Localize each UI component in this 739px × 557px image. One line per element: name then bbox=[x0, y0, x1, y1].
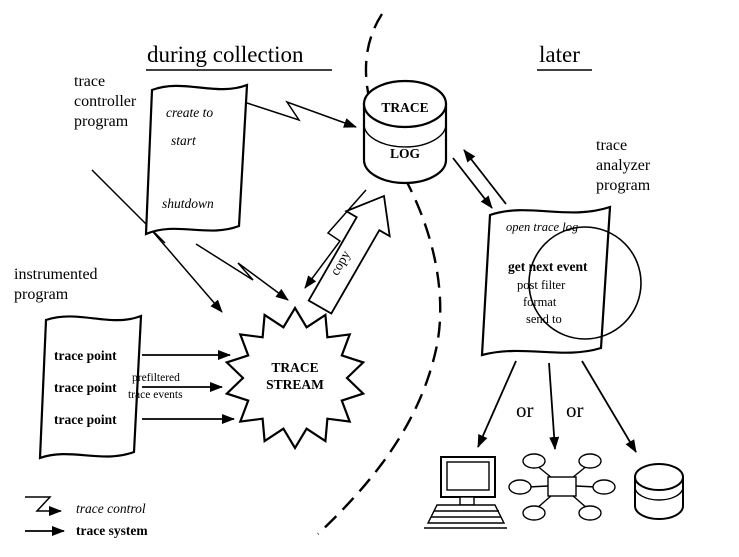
database-cylinder-icon bbox=[634, 463, 684, 520]
log-to-stream-control-arrow bbox=[304, 189, 367, 289]
or-left-text: or bbox=[516, 398, 534, 422]
starburst-shape bbox=[224, 305, 366, 451]
analyzer-script-getnext: get next event bbox=[508, 259, 588, 274]
network-diagram-icon bbox=[508, 453, 616, 521]
instrumented-program-label: instrumented program bbox=[14, 266, 98, 303]
controller-script-create: create to bbox=[166, 105, 213, 120]
network-node-1 bbox=[522, 453, 546, 469]
legend-trace-control-zigzag bbox=[25, 496, 62, 516]
trace-point-2: trace point bbox=[54, 380, 117, 395]
instrumented-program-page bbox=[38, 314, 143, 460]
log-cylinder-top bbox=[362, 79, 448, 129]
network-node-4 bbox=[592, 479, 616, 495]
monitor-screen bbox=[446, 461, 490, 491]
trace-controller-label: trace controller program bbox=[74, 73, 137, 130]
trace-log-label-line1: TRACE bbox=[381, 100, 428, 115]
instrumented-program-script: trace point trace point trace point bbox=[38, 314, 143, 460]
analyzer-script-format: format bbox=[523, 295, 557, 309]
trace-stream-starburst: TRACE STREAM bbox=[224, 305, 366, 451]
analyzer-script-page bbox=[480, 205, 612, 357]
controller-script-start: start bbox=[171, 133, 197, 148]
trace-point-3: trace point bbox=[54, 412, 117, 427]
legend: trace control trace system bbox=[25, 496, 148, 538]
instrumented-label-line1: instrumented bbox=[14, 266, 98, 283]
legend-trace-system-label: trace system bbox=[76, 523, 148, 538]
controller-label-line2: controller bbox=[74, 93, 137, 110]
log-cylinder-midline bbox=[363, 123, 447, 148]
analyzer-to-database-arrow bbox=[581, 360, 637, 453]
copy-arrow: copy bbox=[307, 194, 391, 315]
analyzer-to-network-arrow bbox=[548, 362, 560, 450]
instrumented-label-line2: program bbox=[14, 286, 69, 303]
network-node-3 bbox=[508, 479, 532, 495]
analyzer-script-postfilter: post filter bbox=[517, 278, 566, 292]
copy-arrow-shape bbox=[307, 194, 391, 315]
trace-log-cylinder: TRACE LOG bbox=[362, 79, 448, 185]
computer-terminal-icon bbox=[424, 456, 507, 529]
controller-label-line3: program bbox=[74, 113, 129, 130]
prefiltered-annotation-line1: prefiltered bbox=[132, 372, 180, 384]
controller-script-shutdown: shutdown bbox=[162, 196, 214, 211]
trace-point-1: trace point bbox=[54, 348, 117, 363]
trace-analyzer-label: trace analyzer program bbox=[596, 137, 651, 194]
analyzer-loop-circle bbox=[528, 226, 642, 340]
network-node-5 bbox=[522, 505, 546, 521]
analyzer-script-sendto: send to bbox=[526, 312, 562, 326]
controller-script-page bbox=[144, 83, 249, 236]
monitor-stand bbox=[459, 496, 475, 506]
analyzer-label-line1: trace bbox=[596, 137, 627, 154]
database-top bbox=[634, 463, 684, 491]
legend-trace-control-label: trace control bbox=[76, 501, 146, 516]
controller-to-stream-control-arrow bbox=[195, 243, 289, 301]
trace-controller-script: create to start shutdown bbox=[144, 83, 249, 236]
network-node-2 bbox=[578, 453, 602, 469]
log-to-analyzer-arrow bbox=[452, 157, 493, 209]
controller-to-log-control-arrow bbox=[246, 100, 357, 128]
trace-analyzer-script: open trace log get next event post filte… bbox=[480, 205, 642, 357]
prefiltered-annotation-line2: trace events bbox=[128, 389, 183, 401]
network-hub-box bbox=[547, 476, 577, 497]
later-heading: later bbox=[539, 42, 580, 67]
network-node-6 bbox=[578, 505, 602, 521]
analyzer-to-computer-arrow bbox=[477, 360, 517, 448]
trace-stream-label-line1: TRACE bbox=[271, 360, 318, 375]
keyboard bbox=[426, 504, 506, 524]
controller-label-line1: trace bbox=[74, 73, 105, 90]
analyzer-script-open: open trace log bbox=[506, 220, 578, 234]
analyzer-label-line3: program bbox=[596, 177, 651, 194]
trace-log-label-line2: LOG bbox=[390, 146, 421, 161]
controller-to-instrumented-control-arrow bbox=[91, 169, 223, 313]
analyzer-label-line2: analyzer bbox=[596, 157, 651, 174]
trace-stream-label-line2: STREAM bbox=[266, 377, 324, 392]
analyzer-to-log-arrow bbox=[463, 149, 507, 205]
or-right-text: or bbox=[566, 398, 584, 422]
database-midline bbox=[634, 486, 684, 501]
during-collection-heading: during collection bbox=[147, 42, 304, 67]
